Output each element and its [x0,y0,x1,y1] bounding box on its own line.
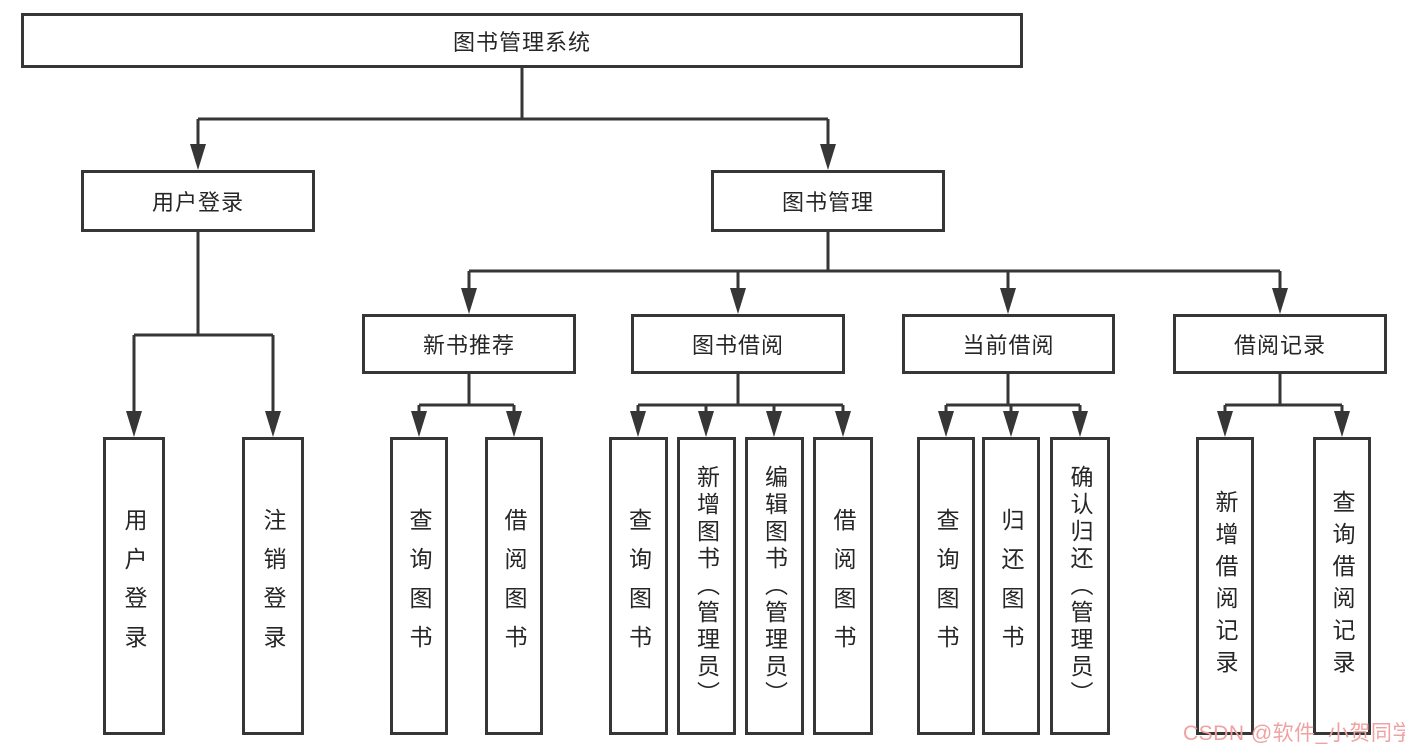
leaf-label: 查询借阅记录 [1329,490,1355,682]
leaf-bb-query-books: 查询图书 [609,437,668,735]
node-borrowing-records: 借阅记录 [1173,314,1387,374]
arrow-down-icon [126,411,142,437]
arrow-down-icon [1000,288,1016,314]
leaf-br-query-record: 查询借阅记录 [1313,437,1371,735]
node-new-book-recommendation: 新书推荐 [362,314,576,374]
leaf-label: 新增借阅记录 [1212,490,1238,682]
arrow-down-icon [820,144,836,170]
watermark: CSDN @软件_小贺同学 [1183,722,1405,745]
node-label: 用户登录 [151,190,244,215]
arrow-down-icon [630,411,646,437]
leaf-label: 借阅图书 [830,508,856,664]
leaf-label: 查询图书 [625,508,652,664]
leaf-label: 用户登录 [121,508,147,664]
arrow-down-icon [730,288,746,314]
leaf-logout-login: 注销登录 [242,437,304,735]
node-label: 新书推荐 [422,333,515,358]
arrow-down-icon [461,288,477,314]
arrow-down-icon [698,411,714,437]
node-label: 当前借阅 [962,333,1055,358]
leaf-bb-borrow-books: 借阅图书 [813,437,873,735]
arrow-down-icon [766,411,782,437]
leaf-cb-confirm-return-admin: 确认归还（管理员） [1050,437,1110,735]
leaf-bb-edit-books-admin: 编辑图书（管理员） [745,437,804,735]
node-book-borrowing: 图书借阅 [631,314,845,374]
leaf-nbr-query-books: 查询图书 [390,437,448,735]
leaf-label: 新增图书（管理员） [693,464,720,708]
arrow-down-icon [1003,411,1019,437]
node-label: 借阅记录 [1233,333,1326,358]
arrow-down-icon [1072,411,1088,437]
leaf-bb-add-books-admin: 新增图书（管理员） [677,437,736,735]
node-current-borrowing: 当前借阅 [902,314,1115,374]
arrow-down-icon [1334,411,1350,437]
leaf-label: 查询图书 [933,508,959,664]
arrow-down-icon [938,411,954,437]
node-label: 图书管理 [781,190,874,215]
node-user-login: 用户登录 [81,170,315,232]
arrow-down-icon [835,411,851,437]
leaf-cb-return-books: 归还图书 [982,437,1040,735]
arrow-down-icon [506,411,522,437]
arrow-down-icon [265,411,281,437]
connector-path [132,68,1344,416]
leaf-label: 查询图书 [406,508,432,664]
leaf-user-login: 用户登录 [103,437,165,735]
node-library-management-system: 图书管理系统 [21,13,1023,68]
node-label: 图书管理系统 [452,29,591,55]
leaf-br-add-record: 新增借阅记录 [1196,437,1254,735]
arrowheads [126,144,1350,437]
leaf-label: 归还图书 [998,508,1024,664]
leaf-label: 确认归还（管理员） [1067,464,1093,708]
leaf-label: 注销登录 [260,508,286,664]
leaf-cb-query-books: 查询图书 [917,437,975,735]
leaf-label: 借阅图书 [501,508,527,664]
node-label: 图书借阅 [691,333,784,358]
arrow-down-icon [1272,288,1288,314]
arrow-down-icon [411,411,427,437]
arrow-down-icon [190,144,206,170]
arrow-down-icon [1217,411,1233,437]
leaf-label: 编辑图书（管理员） [761,464,788,708]
leaf-nbr-borrow-books: 借阅图书 [485,437,543,735]
node-book-management: 图书管理 [711,170,945,232]
